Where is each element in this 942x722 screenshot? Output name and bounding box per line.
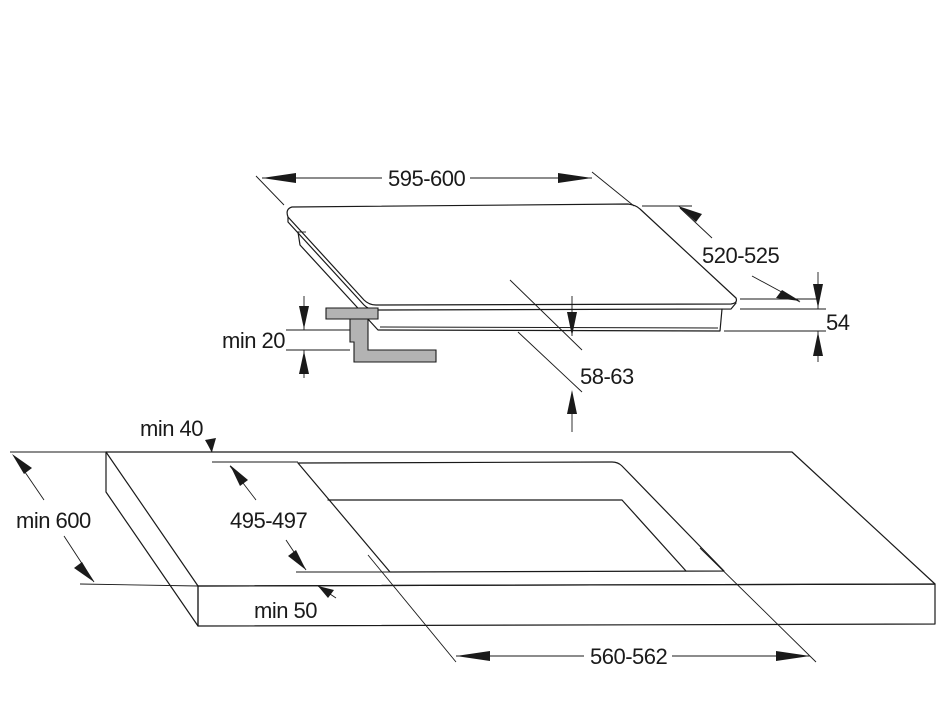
hob-housing-bottom-edge: [379, 326, 719, 329]
label-built-in-depth: 58-63: [580, 364, 634, 389]
label-hob-depth: 520-525: [702, 243, 780, 268]
dim-built-in-depth: 58-63: [509, 279, 635, 432]
label-hob-width: 595-600: [388, 166, 466, 191]
worktop-side-face: [105, 451, 199, 627]
mounting-bracket: [325, 307, 437, 363]
label-worktop-depth: min 600: [16, 508, 91, 533]
label-cutout-width: 560-562: [590, 644, 668, 669]
dim-min-front: min 50: [254, 585, 337, 623]
dim-cutout-depth: 495-497: [229, 465, 390, 573]
dim-cutout-width: 560-562: [367, 547, 817, 669]
label-min-clearance: min 20: [222, 328, 285, 353]
label-cutout-depth: 495-497: [230, 508, 308, 533]
dim-hob-depth: 520-525: [642, 205, 818, 303]
dim-hob-height: 54: [724, 272, 850, 362]
dim-hob-width: 595-600: [255, 166, 635, 207]
hob-housing: [297, 231, 723, 332]
worktop-cutout-inner-edge: [327, 499, 687, 572]
dim-min-back: min 40: [140, 416, 298, 463]
bracket-top-flange: [325, 307, 379, 320]
hob-glass-top: [286, 203, 738, 306]
dim-worktop-depth: min 600: [10, 451, 199, 587]
bracket-profile: [349, 318, 437, 363]
dim-min-clearance: min 20: [222, 296, 350, 378]
worktop-cutout: [297, 461, 725, 573]
label-min-back: min 40: [140, 416, 203, 441]
hob-glass-edge: [287, 216, 737, 311]
label-min-front: min 50: [254, 598, 317, 623]
label-hob-height: 54: [826, 310, 850, 335]
worktop: [105, 451, 936, 627]
